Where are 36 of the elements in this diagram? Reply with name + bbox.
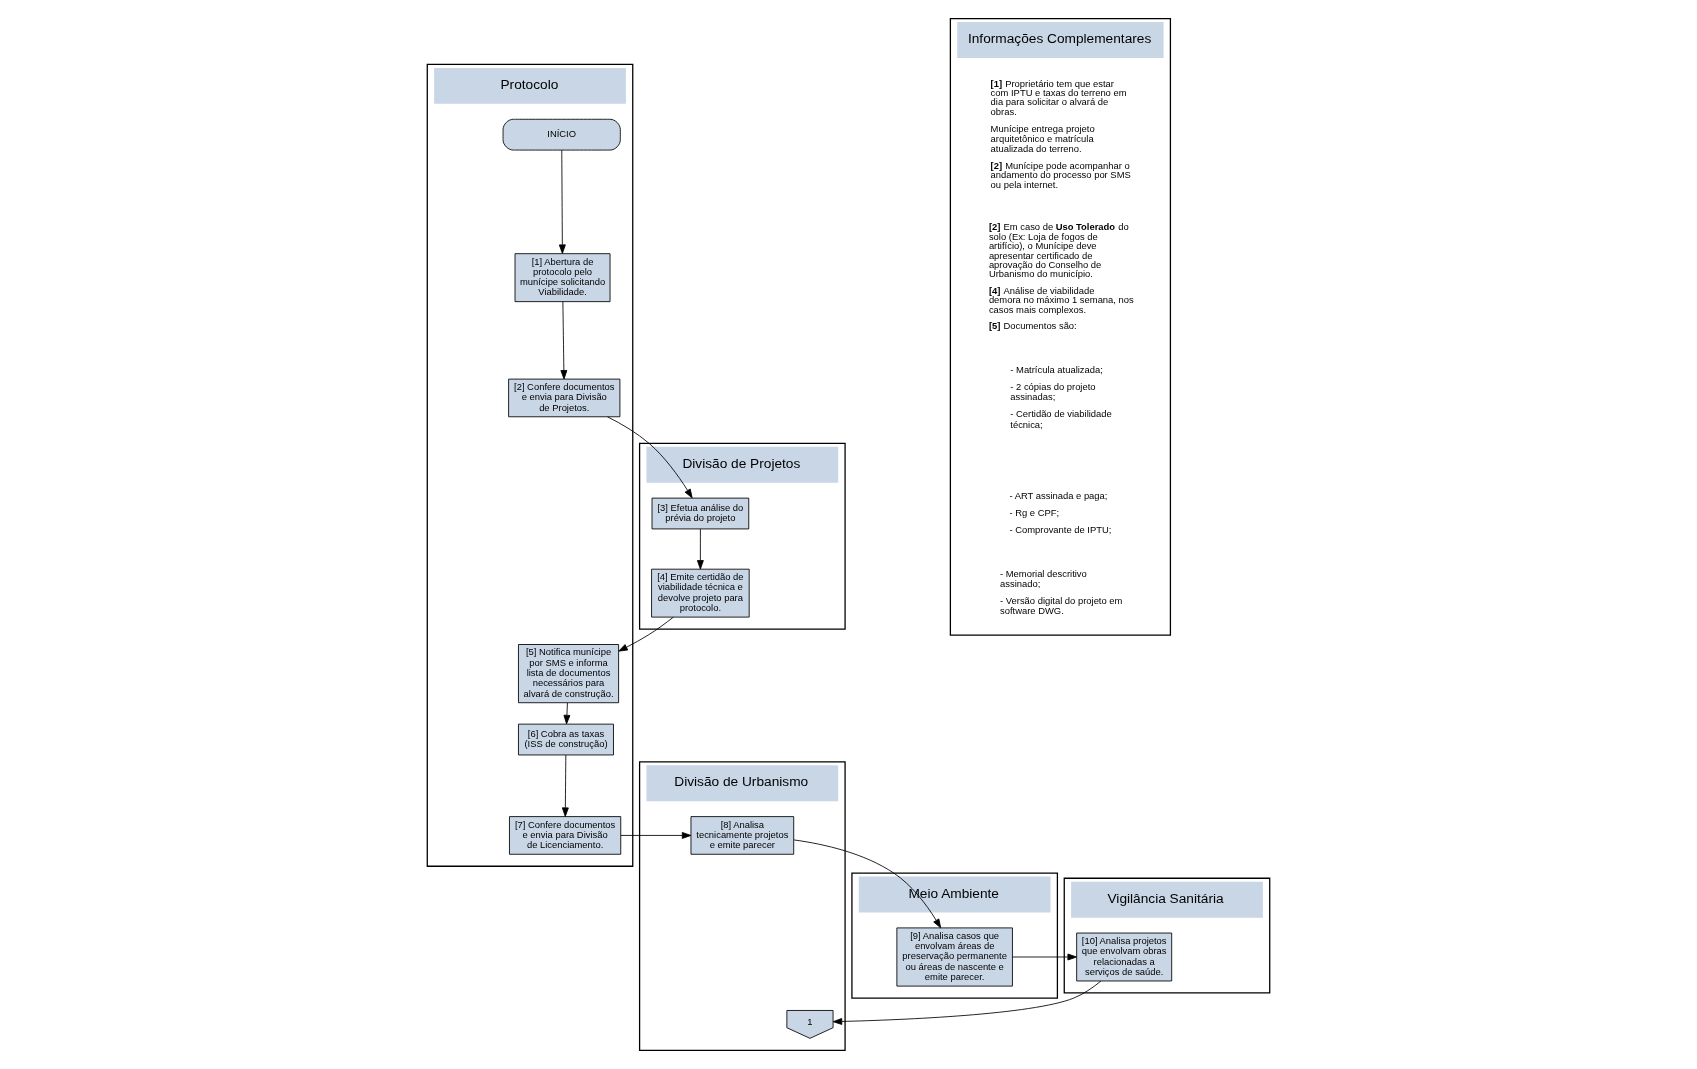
label: [5] Documentos são: — [988, 319, 1077, 331]
label: Munícipe entrega projeto arquitetônico e matrícula atualizada do terreno. — [990, 122, 1095, 155]
node-box: [3] Efetua análise do prévia do projeto — [651, 497, 750, 530]
label: [1] Proprietário tem que estar com IPTU e taxas do terreno em dia para solicitar o alvará de obras. — [990, 77, 1127, 117]
arrow — [560, 301, 568, 380]
node-box: [1] Abertura de protocolo pelo munícipe solicitando Viabilidade. — [514, 253, 611, 303]
arrow — [832, 980, 1102, 1025]
label: - Memorial descritivo assinado; — [1000, 567, 1087, 589]
label: - Certidão de viabilidade técnica; — [1010, 408, 1112, 430]
label: - Versão digital do projeto em software DWG. — [1000, 595, 1123, 617]
node-box: [4] Emite certidão de viabilidade técnica e devolve projeto para protocolo. — [651, 568, 750, 618]
arrow — [1012, 953, 1077, 961]
node-box: [8] Analisa tecnicamente projetos e emite parecer — [690, 816, 795, 855]
label: - Rg e CPF; — [1009, 506, 1060, 518]
node-box: [6] Cobra as taxas (ISS de construção) — [518, 723, 614, 756]
node-box: [10] Analisa projetos que envolvam obras relacionadas a serviços de saúde. — [1076, 932, 1173, 982]
arrow — [563, 702, 571, 725]
arrow — [607, 416, 693, 499]
node-box: [5] Notifica munícipe por SMS e informa lista de documentos necessários para alvará de construção. — [518, 644, 620, 704]
label: - Matrícula atualizada; — [1010, 363, 1103, 375]
arrow — [561, 754, 569, 817]
arrow — [618, 616, 674, 652]
node-box: [7] Confere documentos e envia para Divisão de Licenciamento. — [509, 816, 622, 855]
node-box: [2] Confere documentos e envia para Divisão de Projetos. — [508, 378, 621, 418]
label: - Comprovante de IPTU; — [1009, 524, 1112, 536]
label: [4] Análise de viabilidade demora no máximo 1 semana, nos casos mais complexos. — [988, 284, 1134, 315]
arrow — [696, 528, 704, 570]
arrow — [793, 839, 942, 929]
node-box: [9] Analisa casos que envolvam áreas de preservação permanente ou áreas de nascente e emite parecer. — [896, 927, 1013, 987]
node-box: INÍCIO — [502, 118, 621, 151]
arrow — [620, 832, 692, 839]
label: - 2 cópias do projeto assinadas; — [1010, 381, 1096, 403]
label: - ART assinada e paga; — [1009, 489, 1108, 501]
label: [2] Em caso de Uso Tolerado do solo (Ex: Loja de fogos de artifício), o Munícipe deve apresentar certificado de aprovação do Conselho de Urbanismo do município. — [988, 221, 1129, 280]
arrow — [558, 149, 566, 254]
label: [2] Munícipe pode acompanhar o andamento do processo por SMS ou pela internet. — [990, 159, 1131, 190]
